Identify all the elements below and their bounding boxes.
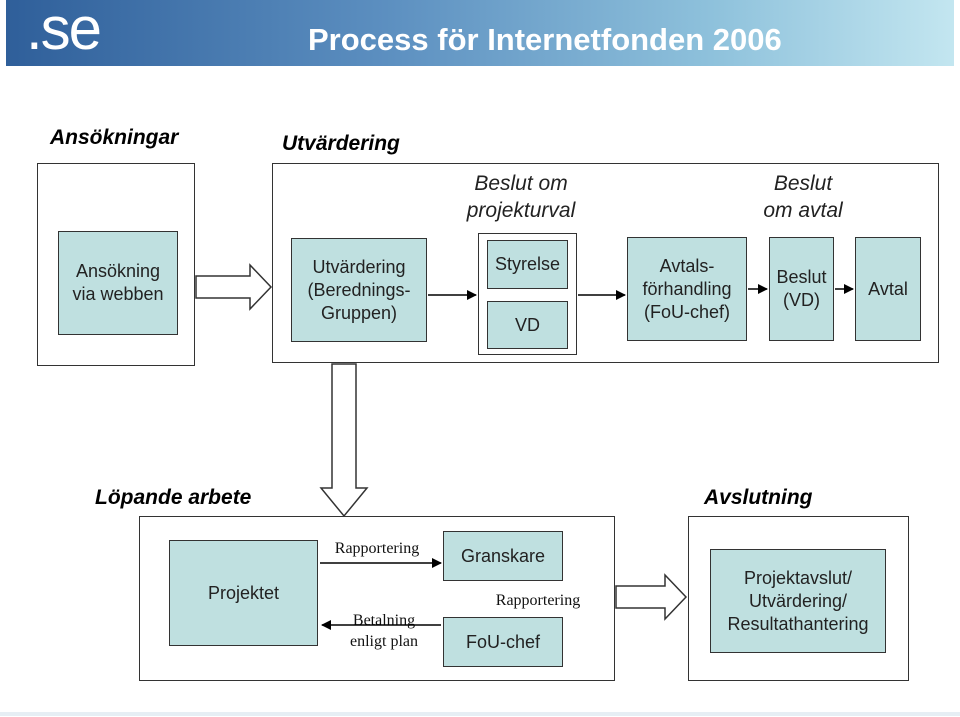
- section-evaluation: Utvärdering: [282, 132, 400, 155]
- box-agreement: Avtal: [855, 237, 921, 341]
- box-rnd-head: FoU-chef: [443, 617, 563, 667]
- slide-title: Process för Internetfonden 2006: [308, 22, 782, 57]
- box-ceo: VD: [487, 301, 568, 349]
- box-apply-online: Ansökning via webben: [58, 231, 178, 335]
- heading-project-decision: Beslut om projekturval: [466, 172, 576, 222]
- block-arrow-right: [195, 263, 273, 311]
- footer-rule: [0, 712, 960, 716]
- note-reporting-1: Rapportering: [334, 540, 420, 557]
- box-board: Styrelse: [487, 240, 568, 289]
- box-reviewer: Granskare: [443, 531, 563, 581]
- section-applications: Ansökningar: [50, 126, 179, 149]
- section-ongoing: Löpande arbete: [95, 486, 252, 509]
- box-evaluation-group: Utvärdering (Berednings- Gruppen): [291, 238, 427, 342]
- box-project-end: Projektavslut/ Utvärdering/ Resultathant…: [710, 549, 886, 653]
- heading-agreement-decision: Beslut om avtal: [763, 172, 843, 222]
- board-group-frame: [478, 233, 577, 355]
- box-decision-ceo: Beslut (VD): [769, 237, 834, 341]
- block-arrow-completion: [615, 573, 688, 621]
- block-arrow-down: [319, 363, 369, 518]
- section-completion: Avslutning: [704, 486, 813, 509]
- se-logo: .se: [26, 0, 102, 62]
- title-banner: .se Process för Internetfonden 2006: [6, 0, 954, 66]
- box-project: Projektet: [169, 540, 318, 646]
- note-reporting-2: Rapportering: [495, 592, 581, 609]
- box-negotiation: Avtals- förhandling (FoU-chef): [627, 237, 747, 341]
